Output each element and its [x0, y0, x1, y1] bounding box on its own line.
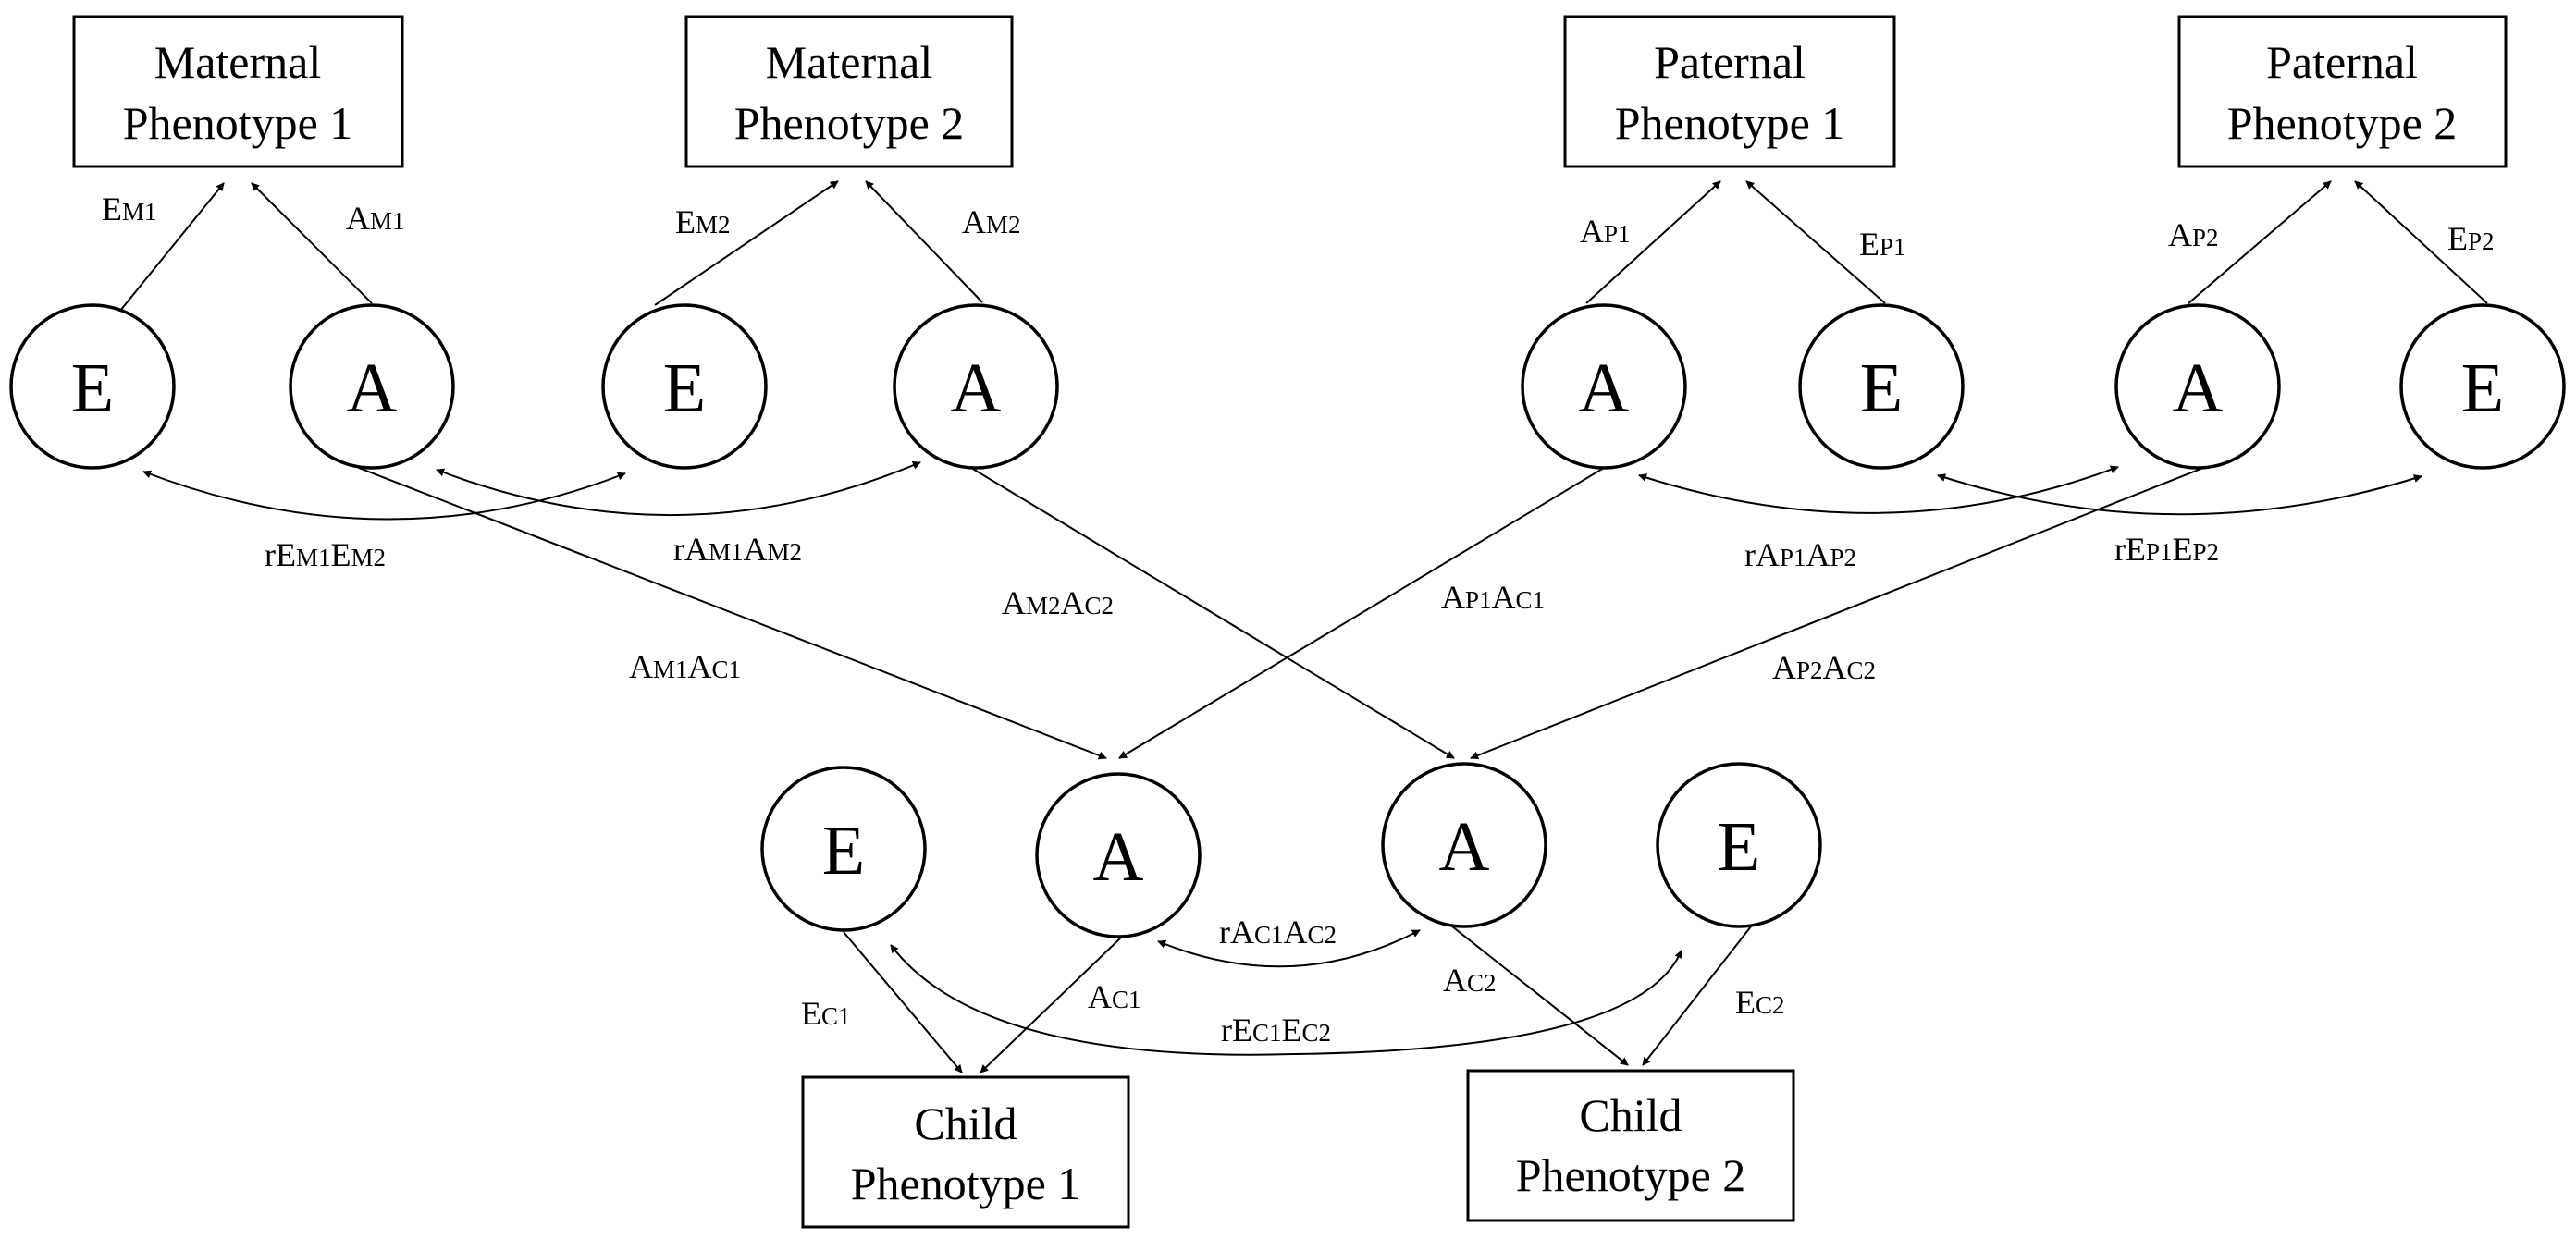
label-a-c2: AC2: [1443, 962, 1497, 999]
path-arrow-e-m2: [654, 180, 839, 306]
svg-text:E: E: [1718, 808, 1760, 886]
latent-a-p2: A: [2114, 303, 2281, 470]
latent-e-c1: E: [760, 766, 927, 932]
correlation-curve-ec1-ec2: [890, 944, 1682, 1056]
svg-text:E: E: [71, 350, 114, 427]
label-ap2-ac2: AP2AC2: [1772, 649, 1876, 686]
latent-a-c2: A: [1381, 762, 1547, 928]
svg-text:A: A: [347, 350, 398, 427]
svg-text:Phenotype 2: Phenotype 2: [734, 97, 965, 149]
label-a-c1: AC1: [1088, 978, 1141, 1015]
path-arrow-e-p2: [2354, 180, 2488, 304]
svg-text:Maternal: Maternal: [766, 36, 932, 88]
svg-text:E: E: [1860, 350, 1903, 427]
label-e-m1: EM1: [102, 190, 157, 227]
svg-text:A: A: [951, 350, 1002, 427]
label-a-m1: AM1: [346, 200, 405, 237]
svg-text:Paternal: Paternal: [1654, 36, 1806, 88]
latent-e-p2: E: [2399, 303, 2566, 470]
label-e-p1: EP1: [1859, 226, 1906, 263]
label-am2-ac2: AM2AC2: [1002, 584, 1114, 621]
svg-text:A: A: [1093, 818, 1144, 896]
svg-text:E: E: [2461, 350, 2504, 427]
label-e-p2: EP2: [2447, 220, 2495, 257]
paternal-phenotype-1-box: Paternal Phenotype 1: [1563, 15, 1896, 168]
label-r-em1-em2: rEM1EM2: [265, 536, 386, 573]
label-e-c1: EC1: [801, 995, 851, 1032]
correlation-curve-ep1-ep2: [1937, 473, 2422, 516]
transmission-arrow-am2-ac2: [970, 467, 1455, 759]
path-arrow-e-m1: [119, 182, 225, 312]
label-e-m2: EM2: [675, 203, 731, 240]
latent-e-p1: E: [1798, 303, 1965, 470]
label-a-p1: AP1: [1580, 213, 1631, 250]
svg-text:E: E: [663, 350, 706, 427]
latent-a-m2: A: [893, 303, 1059, 470]
label-r-ap1-ap2: rAP1AP2: [1744, 536, 1856, 573]
latent-a-c1: A: [1035, 772, 1202, 938]
path-arrow-e-c1: [843, 931, 963, 1073]
svg-text:Maternal: Maternal: [154, 36, 321, 88]
svg-text:E: E: [822, 812, 865, 889]
label-r-ec1-ec2: rEC1EC2: [1221, 1012, 1331, 1049]
label-e-c2: EC2: [1735, 984, 1785, 1021]
transmission-arrow-ap2-ac2: [1470, 467, 2204, 760]
correlation-curve-am1-am2: [436, 461, 921, 516]
correlation-curve-em1-em2: [142, 470, 626, 521]
svg-text:Phenotype 1: Phenotype 1: [123, 97, 353, 149]
svg-text:Child: Child: [1579, 1089, 1682, 1141]
transmission-arrow-am1-ac1: [358, 467, 1107, 760]
child-phenotype-2-box: Child Phenotype 2: [1466, 1069, 1795, 1222]
svg-text:A: A: [1439, 808, 1490, 886]
path-arrow-a-m1: [251, 182, 373, 304]
svg-text:Phenotype 2: Phenotype 2: [2227, 97, 2458, 149]
label-a-p2: AP2: [2168, 216, 2219, 253]
svg-text:Paternal: Paternal: [2266, 36, 2418, 88]
svg-text:A: A: [2173, 350, 2224, 427]
label-r-ep1-ep2: rEP1EP2: [2114, 531, 2219, 568]
label-r-am1-am2: rAM1AM2: [673, 531, 802, 568]
maternal-phenotype-1-box: Maternal Phenotype 1: [72, 15, 404, 168]
latent-e-c2: E: [1656, 762, 1822, 928]
latent-e-m1: E: [9, 303, 176, 470]
path-arrow-e-c2: [1642, 926, 1752, 1066]
path-arrow-a-p1: [1585, 180, 1721, 304]
child-phenotype-1-box: Child Phenotype 1: [801, 1075, 1130, 1229]
path-arrow-e-p1: [1745, 180, 1886, 304]
label-ap1-ac1: AP1AC1: [1441, 579, 1545, 616]
label-am1-ac1: AM1AC1: [629, 648, 741, 685]
latent-a-m1: A: [289, 303, 455, 470]
correlation-curve-ap1-ap2: [1638, 465, 2119, 514]
path-arrow-a-m2: [865, 180, 983, 303]
maternal-phenotype-2-box: Maternal Phenotype 2: [684, 15, 1014, 168]
label-a-m2: AM2: [962, 203, 1021, 240]
svg-text:Phenotype 2: Phenotype 2: [1516, 1149, 1746, 1201]
paternal-phenotype-2-box: Paternal Phenotype 2: [2177, 15, 2508, 168]
svg-text:Phenotype 1: Phenotype 1: [851, 1158, 1081, 1209]
svg-text:Child: Child: [914, 1098, 1017, 1149]
svg-text:Phenotype 1: Phenotype 1: [1615, 97, 1845, 149]
latent-e-m2: E: [601, 303, 768, 470]
path-arrow-a-p2: [2188, 180, 2332, 304]
label-r-ac1-ac2: rAC1AC2: [1219, 914, 1337, 951]
latent-a-p1: A: [1521, 303, 1687, 470]
transmission-arrow-ap1-ac1: [1118, 467, 1605, 759]
svg-text:A: A: [1579, 350, 1630, 427]
